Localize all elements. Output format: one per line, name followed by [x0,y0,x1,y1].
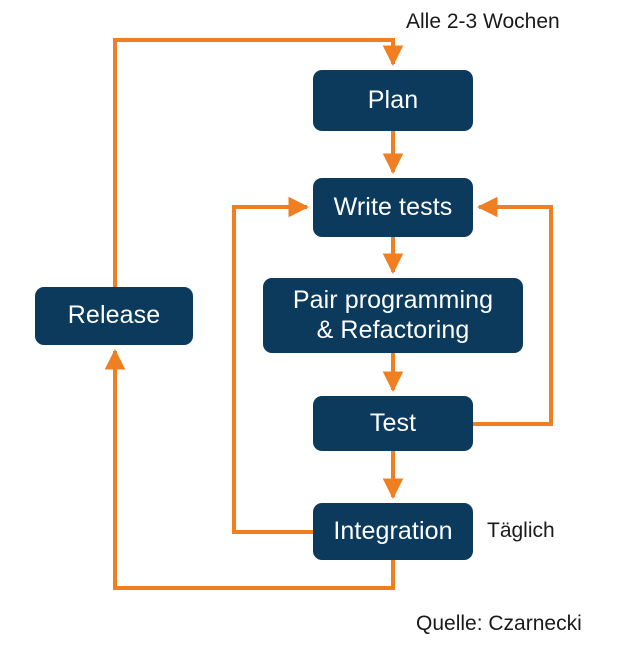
node-plan[interactable]: Plan [313,70,473,131]
node-write-tests-label: Write tests [333,192,453,221]
node-release[interactable]: Release [35,287,193,345]
node-plan-label: Plan [367,85,419,114]
caption-release-cadence: Alle 2-3 Wochen [406,10,560,33]
connector-integration-to-release [104,348,395,590]
connector-integration-to-write-tests-loop [232,196,313,534]
node-release-label: Release [67,301,161,330]
node-write-tests[interactable]: Write tests [313,178,473,237]
node-integration[interactable]: Integration [313,503,473,560]
caption-daily-cadence: Täglich [487,519,555,542]
node-test[interactable]: Test [313,396,473,451]
node-pair-programming-refactoring-label: Pair programming & Refactoring [292,286,494,344]
node-test-label: Test [369,408,417,437]
caption-source-attribution: Quelle: Czarnecki [416,612,582,635]
node-pair-programming-refactoring[interactable]: Pair programming & Refactoring [263,278,523,353]
node-integration-label: Integration [333,516,453,545]
connector-release-to-plan [113,38,404,287]
connector-test-to-write-tests-loop [473,196,553,426]
